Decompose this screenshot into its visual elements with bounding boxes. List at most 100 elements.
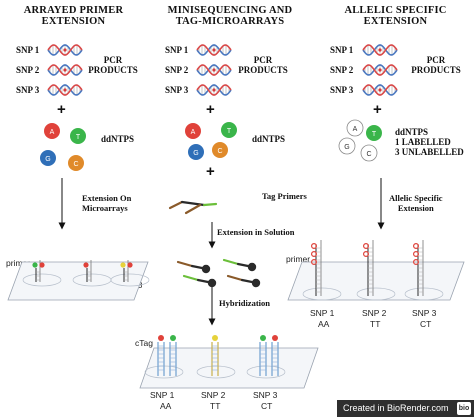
right-pcr-line1: PCR (426, 55, 446, 65)
probe-label-dot (170, 335, 176, 341)
right-geno-1-snp: SNP 1 (310, 308, 335, 318)
middle-pcr-helix-1 (196, 44, 232, 56)
right-title-line2: EXTENSION (363, 16, 428, 27)
right-probe-1 (311, 240, 322, 296)
helix-strand (362, 84, 398, 96)
right-geno-3-snp: SNP 3 (412, 308, 437, 318)
middle-pcr-helix-2 (196, 64, 232, 76)
left-nuc-c: C (68, 155, 84, 171)
helix-strand (362, 64, 398, 76)
right-nuc-c: C (360, 144, 378, 162)
middle-spot-2 (196, 365, 236, 379)
left-step-line1: Extension On (82, 193, 132, 203)
probe-label-dot (413, 243, 420, 250)
probe-label-dot (212, 335, 218, 341)
left-title-line2: EXTENSION (41, 16, 106, 27)
right-ddntps-line2: 1 LABELLED (395, 137, 451, 147)
left-plus-1: + (57, 101, 66, 118)
primer-segment (240, 278, 254, 284)
primer-segment (236, 262, 250, 268)
nucleotide-circle (221, 122, 237, 138)
left-geno-3-snp: SNP 3 (118, 280, 143, 290)
middle-ctag-label: cTag (135, 338, 153, 348)
probe-label-dot (363, 251, 370, 258)
nucleotide-letter: G (193, 150, 198, 157)
probe-label-dot (311, 251, 318, 258)
middle-spot-3 (246, 365, 286, 379)
helix-strand (196, 84, 232, 96)
right-spot-3 (404, 287, 444, 301)
nucleotide-circle (338, 137, 356, 155)
tag-primer-top (168, 200, 218, 210)
snp-marker (212, 48, 216, 52)
probe-label-dot (120, 262, 126, 268)
middle-nuc-t: T (221, 122, 237, 138)
middle-pcr-products-label: PCR PRODUCTS (238, 55, 288, 75)
snp-marker (212, 88, 216, 92)
middle-column-title: MINISEQUENCING AND TAG-MICROARRAYS (150, 5, 310, 27)
middle-snp-2-label: SNP 2 (165, 65, 189, 75)
middle-plus-2: + (206, 163, 215, 180)
left-pcr-line1: PCR (103, 55, 123, 65)
middle-nuc-a: A (185, 123, 201, 139)
nucleotide-circle (70, 128, 86, 144)
extended-product-3 (222, 258, 257, 272)
left-primer-label: primer (6, 258, 31, 268)
helix-strand (47, 44, 83, 56)
left-geno-1-value: AA (36, 291, 48, 301)
tag-segment (168, 200, 184, 210)
right-step-label: Allelic Specific Extension (389, 193, 443, 213)
nucleotide-circle (185, 123, 201, 139)
right-ddntps-label: ddNTPS 1 LABELLED 3 UNLABELLED (395, 127, 464, 157)
right-geno-2-snp: SNP 2 (362, 308, 387, 318)
helix-strand (47, 84, 83, 96)
middle-title-line1: MINISEQUENCING AND (167, 5, 293, 16)
extended-dot (247, 262, 257, 272)
nucleotide-letter: A (50, 129, 55, 136)
right-microarray-platform (287, 261, 465, 301)
helix-strand (362, 44, 398, 56)
probe-label-dot (311, 259, 318, 266)
nucleotide-letter: T (76, 134, 81, 141)
left-snp-3-label: SNP 3 (16, 85, 40, 95)
middle-plus-1: + (206, 101, 215, 118)
helix-strand (196, 44, 232, 56)
middle-pcr-helix-3 (196, 84, 232, 96)
left-probe-2 (83, 260, 92, 282)
nucleotide-circle (360, 144, 378, 162)
extended-dot (207, 278, 217, 288)
probe-label-dot (413, 251, 420, 258)
right-probe-2 (363, 240, 374, 296)
nucleotide-circle (44, 123, 60, 139)
right-pcr-helix-3 (362, 84, 398, 96)
snp-marker (378, 48, 382, 52)
biorender-watermark[interactable]: Created in BioRender.com bio (337, 400, 474, 417)
probe-label-dot (260, 335, 266, 341)
right-plus-1: + (373, 101, 382, 118)
middle-geno-1-value: AA (160, 401, 172, 411)
right-nuc-g: G (338, 137, 356, 155)
biorender-logo-icon: bio (457, 402, 471, 415)
probe-label-dot (39, 262, 45, 268)
helix-strand (196, 64, 232, 76)
nucleotide-letter: T (227, 128, 232, 135)
probe-label-dot (311, 243, 318, 250)
middle-geno-3-snp: SNP 3 (253, 390, 278, 400)
helix-strand (196, 44, 232, 56)
middle-pcr-line2: PRODUCTS (238, 65, 288, 75)
middle-snp-3-label: SNP 3 (165, 85, 189, 95)
probe-label-dot (83, 262, 89, 268)
tag-segment (202, 202, 218, 207)
left-geno-2-snp: SNP 2 (79, 280, 104, 290)
right-pcr-line2: PRODUCTS (411, 65, 461, 75)
right-primer-label: primer (286, 254, 311, 264)
middle-tag-primers-label: Tag Primers (262, 191, 307, 201)
primer-segment (196, 278, 210, 284)
extended-product-4 (226, 274, 261, 288)
snp-marker (63, 88, 67, 92)
middle-geno-2-value: TT (210, 401, 221, 411)
left-pcr-helix-1 (47, 44, 83, 56)
right-pcr-products-label: PCR PRODUCTS (410, 55, 462, 75)
snp-marker (63, 68, 67, 72)
nucleotide-letter: G (45, 156, 50, 163)
